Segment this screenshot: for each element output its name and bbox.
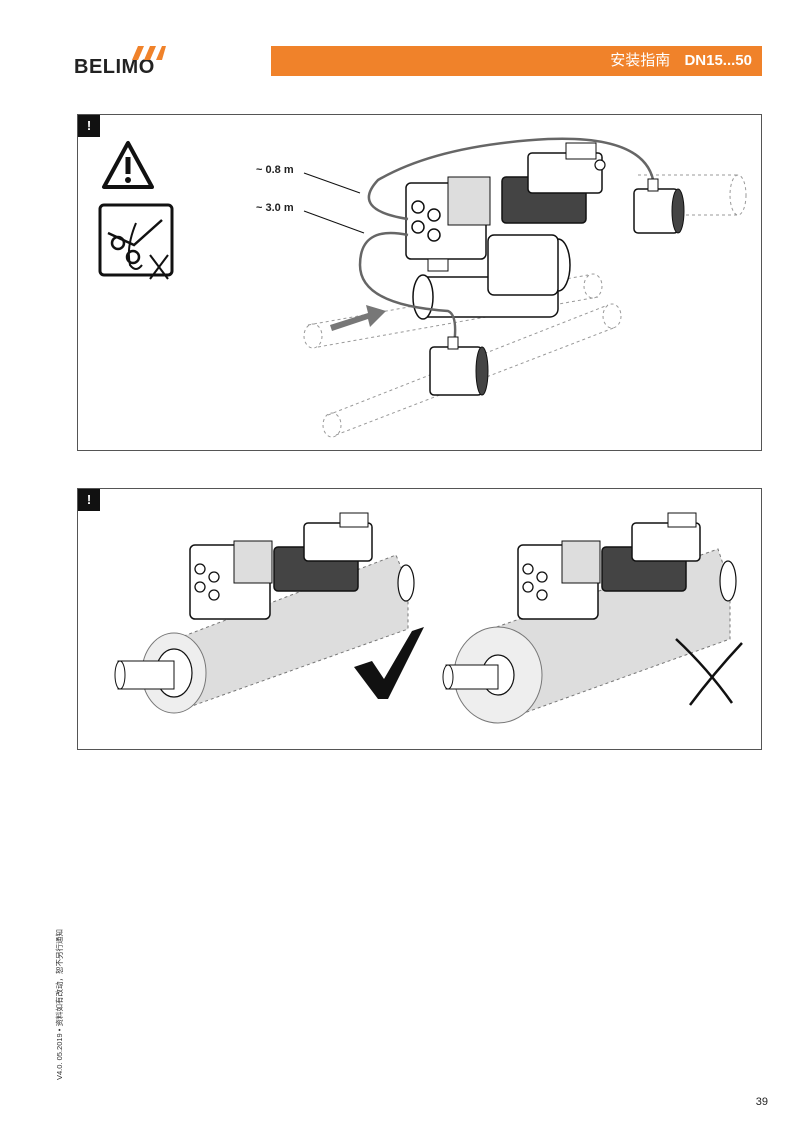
correct-insulation-illustration [114, 512, 415, 714]
sensor-cable-short [367, 137, 656, 221]
insulation-illustration [114, 512, 743, 724]
pipe-sensor-clamp-left [429, 336, 489, 396]
insulation-panel: ! [77, 488, 762, 750]
warning-tag: ! [78, 489, 100, 511]
cable-installation-panel: ! [77, 114, 762, 451]
pipe-sensor-clamp-right [633, 178, 685, 234]
model-range: DN15...50 [684, 52, 752, 69]
cross-mark-icon [675, 638, 743, 706]
check-mark-icon [354, 627, 424, 699]
back-pipe [303, 273, 603, 349]
brand-name: BELIMO [74, 56, 155, 78]
version-note: V4.0. 05.2019 • 资料如有改动，恕不另行通知 [55, 929, 64, 1080]
no-cutting-cable-icon [98, 203, 174, 280]
flow-direction-arrow-icon [330, 305, 386, 331]
cable-length-short: ~ 0.8 m [256, 164, 294, 176]
guide-title: 安装指南 [610, 52, 671, 69]
actuator [501, 142, 606, 224]
warning-triangle-icon [102, 141, 154, 189]
incorrect-insulation-illustration [442, 512, 737, 724]
logo-stripes-icon [132, 46, 166, 60]
warning-tag: ! [78, 115, 100, 137]
belimo-logo: BELIMO [74, 46, 166, 80]
sensor-module [405, 176, 491, 272]
cable-length-long: ~ 3.0 m [256, 202, 294, 214]
header-title: 安装指南 DN15...50 [610, 52, 752, 70]
cable-installation-illustration [98, 137, 747, 438]
page-number: 39 [755, 1096, 768, 1108]
header-bar: 安装指南 DN15...50 [271, 46, 762, 76]
sensor-cable-long [358, 231, 457, 346]
